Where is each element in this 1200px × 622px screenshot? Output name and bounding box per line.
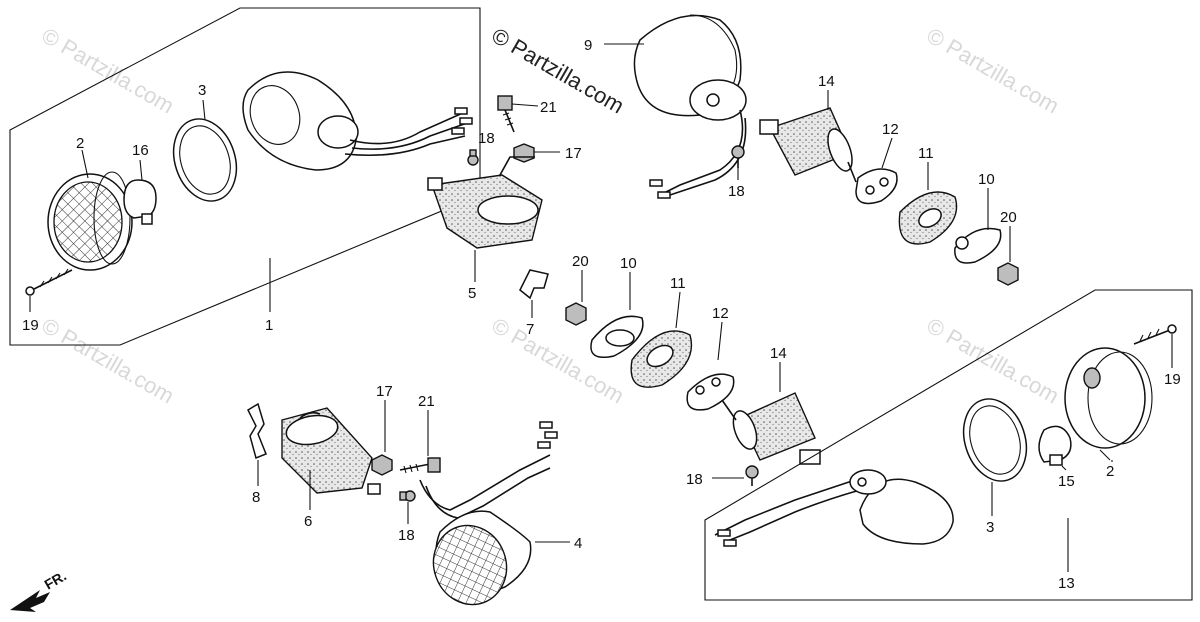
callout-18-right: 18 [728, 183, 745, 200]
bolt-part-21-lower [399, 457, 441, 474]
screw-part-19 [25, 268, 73, 296]
screw-part-18 [467, 149, 479, 166]
signal-housing-part-9 [633, 14, 747, 199]
callout-4: 4 [574, 535, 582, 552]
callout-11: 11 [918, 145, 934, 162]
callout-21: 21 [540, 99, 557, 116]
callout-11-lower: 11 [670, 275, 686, 292]
relay-part-14-lower [721, 392, 821, 465]
grommet-part-11-lower [630, 330, 693, 388]
lens-part-2 [47, 171, 133, 271]
callout-3: 3 [198, 82, 206, 99]
callout-18-box13: 18 [686, 471, 703, 488]
callout-19: 19 [22, 317, 39, 334]
callout-15: 15 [1058, 473, 1075, 490]
watermark: © Partzilla.com [923, 23, 1064, 119]
callout-17: 17 [565, 145, 582, 162]
gasket-part-3 [172, 118, 238, 202]
screw-part-18-box13 [745, 465, 759, 486]
callout-14: 14 [818, 73, 835, 90]
watermark: © Partzilla.com [38, 313, 179, 409]
relay-part-14 [759, 107, 857, 183]
front-label: FR. [42, 567, 70, 592]
callout-14-lower: 14 [770, 345, 787, 362]
callout-7: 7 [526, 321, 534, 338]
gasket-part-3-box13 [962, 398, 1028, 482]
screw-part-18-lower [399, 490, 416, 502]
callout-13: 13 [1058, 575, 1075, 592]
plate-part-10 [954, 227, 1002, 264]
grommet-part-11 [898, 191, 958, 245]
housing-assy-1 [242, 71, 473, 171]
callout-6: 6 [304, 513, 312, 530]
callout-19-box13: 19 [1164, 371, 1181, 388]
bracket-part-6 [281, 407, 381, 495]
nut-part-20 [997, 262, 1019, 286]
callout-5: 5 [468, 285, 476, 302]
housing-assy-13 [714, 469, 954, 547]
callout-8: 8 [252, 489, 260, 506]
callout-21-lower: 21 [418, 393, 435, 410]
callout-20-lower: 20 [572, 253, 589, 270]
assembly-box-13 [704, 289, 1193, 601]
callout-10: 10 [978, 171, 995, 188]
callout-2: 2 [76, 135, 84, 152]
nut-part-20-lower [565, 302, 587, 326]
screw-part-18-right [731, 145, 745, 168]
front-arrow-icon: FR. [10, 567, 69, 612]
clip-part-8 [247, 402, 267, 460]
callout-2-box13: 2 [1106, 463, 1114, 480]
callout-9: 9 [584, 37, 592, 54]
callout-3-box13: 3 [986, 519, 994, 536]
watermark: © Partzilla.com [923, 313, 1064, 409]
callout-18: 18 [478, 130, 495, 147]
callout-1: 1 [265, 317, 273, 334]
callout-12-lower: 12 [712, 305, 729, 322]
bulb-part-16 [123, 179, 157, 225]
callout-12: 12 [882, 121, 899, 138]
callout-20: 20 [1000, 209, 1017, 226]
nut-part-17 [513, 143, 535, 163]
lens-part-2-box13 [1064, 347, 1153, 461]
bracket-part-5 [427, 156, 543, 249]
clip-part-7 [519, 269, 549, 300]
callout-18-lower: 18 [398, 527, 415, 544]
bolt-part-21 [497, 95, 515, 133]
callout-17-lower: 17 [376, 383, 393, 400]
plate-part-12 [855, 168, 898, 205]
bulb-part-15 [1038, 425, 1072, 466]
plate-part-12-lower [686, 373, 735, 411]
nut-part-17-lower [371, 454, 393, 476]
callout-16: 16 [132, 142, 149, 159]
signal-part-4 [419, 421, 558, 606]
screw-part-19-box13 [1133, 324, 1177, 345]
callout-10-lower: 10 [620, 255, 637, 272]
plate-part-10-lower [590, 315, 644, 358]
